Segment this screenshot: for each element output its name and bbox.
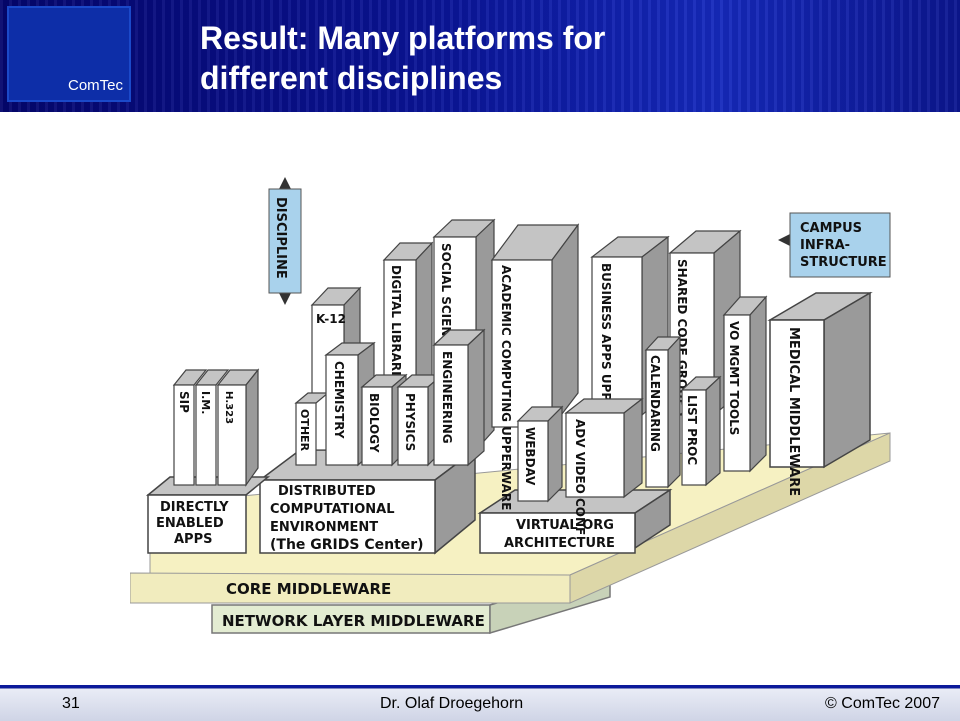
distributed-label-3: ENVIRONMENT [270, 520, 378, 535]
page-number: 31 [62, 695, 80, 712]
campus-label-3: STRUCTURE [800, 255, 887, 270]
distributed-label-1: DISTRIBUTED [278, 484, 376, 499]
slide-header: ComTec Result: Many platforms for differ… [0, 0, 960, 112]
author-name: Dr. Olaf Droegehorn [380, 695, 524, 712]
h323-block: H.323 [216, 368, 260, 487]
campus-axis: CAMPUS INFRA- STRUCTURE [778, 212, 891, 278]
im-block: I.M. [194, 369, 230, 486]
academic-block: ACADEMIC COMPUTING UPPERWARE [490, 223, 580, 510]
physics-label: PHYSICS [403, 393, 417, 451]
webdav-block: WEBDAV [516, 405, 564, 503]
other-label: OTHER [298, 409, 311, 452]
middleware-diagram: NETWORK LAYER MIDDLEWARE CORE MIDDLEWARE… [130, 177, 891, 635]
calendaring-block: CALENDARING [644, 335, 682, 489]
adv-video-block: ADV VIDEO CONF [564, 397, 644, 535]
academic-label: ACADEMIC COMPUTING UPPERWARE [499, 265, 513, 510]
campus-label-1: CAMPUS [800, 221, 862, 236]
title-line-2: different disciplines [200, 60, 503, 96]
h323-label: H.323 [223, 391, 234, 424]
campus-label-2: INFRA- [800, 238, 850, 253]
slide-title: Result: Many platforms for different dis… [200, 18, 760, 98]
discipline-label: DISCIPLINE [273, 197, 288, 279]
virtual-org-label-1: VIRTUAL ORG [516, 518, 614, 533]
title-line-1: Result: Many platforms for [200, 20, 606, 56]
sip-label: SIP [177, 391, 191, 413]
sip-block: SIP [172, 369, 208, 486]
distributed-label-2: COMPUTATIONAL [270, 502, 395, 517]
copyright-text: © ComTec 2007 [825, 695, 940, 712]
footer-divider [0, 685, 960, 688]
calendaring-label: CALENDARING [648, 355, 662, 452]
directly-platform: DIRECTLY ENABLED APPS [145, 476, 271, 554]
other-block: OTHER [294, 392, 330, 466]
discipline-axis: DISCIPLINE [268, 177, 302, 305]
adv-video-label: ADV VIDEO CONF [573, 419, 587, 535]
directly-label-2: ENABLED [156, 516, 224, 531]
im-label: I.M. [199, 391, 212, 414]
biology-label: BIOLOGY [367, 393, 381, 453]
list-proc-block: LIST PROC [680, 375, 722, 487]
distributed-label-4: (The GRIDS Center) [270, 537, 424, 553]
core-label: CORE MIDDLEWARE [226, 580, 391, 598]
webdav-label: WEBDAV [523, 427, 537, 486]
chemistry-label: CHEMISTRY [332, 361, 346, 439]
engineering-label: ENGINEERING [440, 351, 454, 444]
logo-text: ComTec [67, 77, 123, 94]
digital-libraries-label: DIGITAL LIBRARIES [389, 265, 403, 392]
list-proc-label: LIST PROC [685, 395, 699, 465]
network-label: NETWORK LAYER MIDDLEWARE [222, 612, 485, 630]
virtual-org-label-2: ARCHITECTURE [504, 536, 615, 551]
medical-label: MEDICAL MIDDLEWARE [786, 327, 801, 496]
engineering-block: ENGINEERING [432, 328, 486, 467]
medical-block: MEDICAL MIDDLEWARE [767, 291, 873, 496]
distributed-platform: DISTRIBUTED COMPUTATIONAL ENVIRONMENT (T… [257, 448, 478, 555]
directly-label-1: DIRECTLY [160, 500, 229, 515]
directly-label-3: APPS [174, 532, 212, 547]
k12-label: K-12 [316, 312, 346, 326]
comtec-logo: ComTec [7, 6, 131, 102]
vo-mgmt-block: VO MGMT TOOLS [722, 295, 768, 473]
vo-mgmt-label: VO MGMT TOOLS [727, 321, 741, 435]
slide-footer: 31 Dr. Olaf Droegehorn © ComTec 2007 [0, 688, 960, 721]
